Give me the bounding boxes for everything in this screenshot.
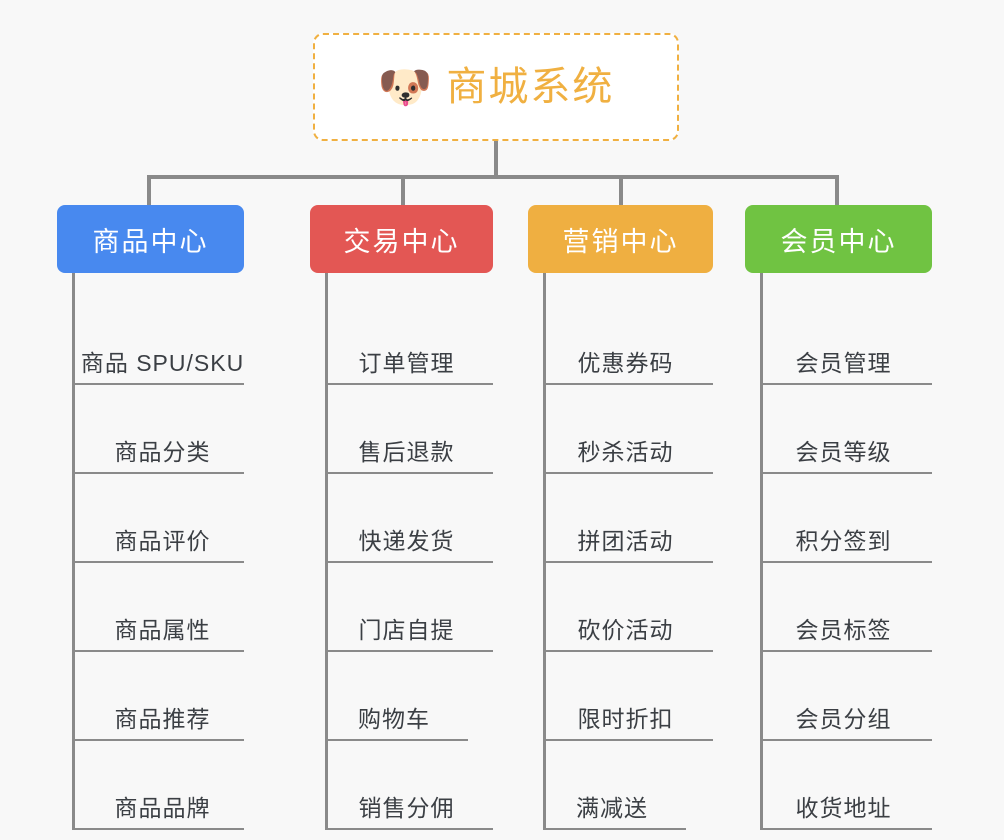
list-item[interactable]: 限时折扣 xyxy=(546,652,713,741)
leaf-label: 砍价活动 xyxy=(577,616,674,643)
list-item[interactable]: 商品评价 xyxy=(75,474,244,563)
category-header-marketing-center[interactable]: 营销中心 xyxy=(528,205,713,273)
leaf-label: 购物车 xyxy=(358,705,430,732)
leaf-label: 收货地址 xyxy=(795,794,892,821)
leaf-label: 商品推荐 xyxy=(114,705,211,732)
list-item[interactable]: 销售分佣 xyxy=(328,741,493,830)
leaf-label: 优惠券码 xyxy=(577,349,674,376)
leaf-label: 会员标签 xyxy=(795,616,892,643)
leaf-label: 拼团活动 xyxy=(577,527,674,554)
connector-drop-marketing-center xyxy=(619,175,623,205)
list-item[interactable]: 商品 SPU/SKU xyxy=(75,296,244,385)
leaf-label: 会员分组 xyxy=(795,705,892,732)
leaf-list-member-center: 会员管理 会员等级 积分签到 会员标签 会员分组 收货地址 xyxy=(760,273,932,830)
leaf-label: 秒杀活动 xyxy=(577,438,674,465)
list-item[interactable]: 商品推荐 xyxy=(75,652,244,741)
list-item[interactable]: 商品属性 xyxy=(75,563,244,652)
list-item[interactable]: 砍价活动 xyxy=(546,563,713,652)
leaf-list-product-center: 商品 SPU/SKU 商品分类 商品评价 商品属性 商品推荐 商品品牌 xyxy=(72,273,244,830)
list-item[interactable]: 门店自提 xyxy=(328,563,493,652)
leaf-label: 快递发货 xyxy=(358,527,455,554)
branch-marketing-center: 营销中心 优惠券码 秒杀活动 拼团活动 砍价活动 限时折扣 满减送 xyxy=(528,205,713,830)
list-item[interactable]: 会员管理 xyxy=(763,296,932,385)
connector-root-stem xyxy=(494,141,498,178)
list-item[interactable]: 商品品牌 xyxy=(75,741,244,830)
list-item[interactable]: 积分签到 xyxy=(763,474,932,563)
list-item[interactable]: 购物车 xyxy=(328,652,468,741)
branch-trade-center: 交易中心 订单管理 售后退款 快递发货 门店自提 购物车 销售分佣 xyxy=(310,205,493,830)
leaf-list-trade-center: 订单管理 售后退款 快递发货 门店自提 购物车 销售分佣 xyxy=(325,273,493,830)
leaf-label: 会员等级 xyxy=(795,438,892,465)
connector-drop-member-center xyxy=(835,175,839,205)
connector-drop-trade-center xyxy=(401,175,405,205)
connector-drop-product-center xyxy=(147,175,151,205)
list-item[interactable]: 商品分类 xyxy=(75,385,244,474)
branch-member-center: 会员中心 会员管理 会员等级 积分签到 会员标签 会员分组 收货地址 xyxy=(745,205,932,830)
dog-face-icon: 🐶 xyxy=(377,63,433,112)
category-header-member-center[interactable]: 会员中心 xyxy=(745,205,932,273)
leaf-label: 限时折扣 xyxy=(577,705,674,732)
list-item[interactable]: 会员分组 xyxy=(763,652,932,741)
list-item[interactable]: 快递发货 xyxy=(328,474,493,563)
list-item[interactable]: 会员标签 xyxy=(763,563,932,652)
category-header-product-center[interactable]: 商品中心 xyxy=(57,205,244,273)
leaf-label: 会员管理 xyxy=(795,349,892,376)
branch-product-center: 商品中心 商品 SPU/SKU 商品分类 商品评价 商品属性 商品推荐 商品品牌 xyxy=(57,205,244,830)
leaf-label: 商品品牌 xyxy=(114,794,211,821)
leaf-label: 订单管理 xyxy=(358,349,455,376)
leaf-label: 商品分类 xyxy=(114,438,211,465)
list-item[interactable]: 拼团活动 xyxy=(546,474,713,563)
root-node-mall-system[interactable]: 🐶 商城系统 xyxy=(313,33,679,141)
leaf-label: 售后退款 xyxy=(358,438,455,465)
leaf-label: 销售分佣 xyxy=(358,794,455,821)
list-item[interactable]: 优惠券码 xyxy=(546,296,713,385)
leaf-label: 积分签到 xyxy=(795,527,892,554)
leaf-label: 门店自提 xyxy=(358,616,455,643)
leaf-label: 商品评价 xyxy=(114,527,211,554)
leaf-label: 满减送 xyxy=(576,794,648,821)
list-item[interactable]: 收货地址 xyxy=(763,741,932,830)
category-header-trade-center[interactable]: 交易中心 xyxy=(310,205,493,273)
leaf-label: 商品 SPU/SKU xyxy=(80,349,245,376)
list-item[interactable]: 售后退款 xyxy=(328,385,493,474)
list-item[interactable]: 会员等级 xyxy=(763,385,932,474)
root-node-title: 商城系统 xyxy=(446,65,615,109)
leaf-label: 商品属性 xyxy=(114,616,211,643)
list-item[interactable]: 秒杀活动 xyxy=(546,385,713,474)
list-item[interactable]: 订单管理 xyxy=(328,296,493,385)
leaf-list-marketing-center: 优惠券码 秒杀活动 拼团活动 砍价活动 限时折扣 满减送 xyxy=(543,273,713,830)
list-item[interactable]: 满减送 xyxy=(546,741,686,830)
connector-horizontal-bus xyxy=(147,175,839,179)
